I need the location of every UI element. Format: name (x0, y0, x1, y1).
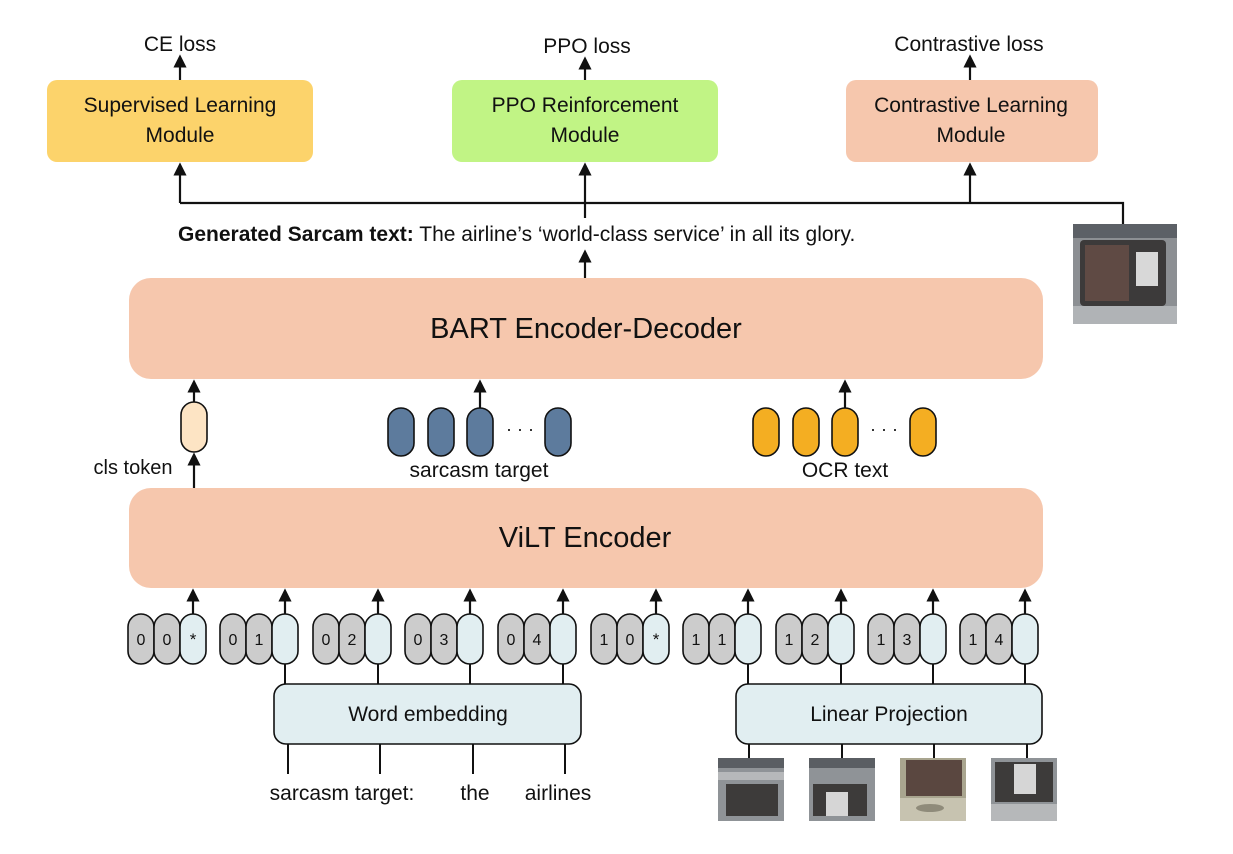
ocr-text-token (909, 407, 937, 457)
generated-label: Generated Sarcam text: (178, 223, 414, 246)
generated-text: The airline’s ‘world-class service’ in a… (414, 223, 856, 246)
ce-loss-label: CE loss (144, 33, 216, 56)
ocr-text-token (752, 407, 780, 457)
supervised-module-line2: Module (146, 124, 215, 147)
bart-encoder-decoder (129, 278, 1043, 379)
bart-label: BART Encoder-Decoder (430, 313, 742, 345)
modality-index-token-label: 1 (692, 632, 701, 649)
position-index-token-label: 2 (348, 632, 357, 649)
embedding-token (271, 613, 299, 665)
sarcasm-ellipsis: · · · (506, 419, 534, 439)
contrastive-learning-module (846, 80, 1098, 162)
sarcasm-target-token (427, 407, 455, 457)
sarcasm-target-token (466, 407, 494, 457)
embedding-token (456, 613, 484, 665)
contrastive-loss-label: Contrastive loss (894, 33, 1043, 56)
embedding-token (1011, 613, 1039, 665)
ppo-loss-label: PPO loss (543, 35, 631, 58)
position-index-token-label: 0 (163, 632, 172, 649)
vilt-label: ViLT Encoder (499, 522, 672, 554)
linear-projection-box (735, 683, 1043, 745)
ppo-module-line2: Module (551, 124, 620, 147)
position-index-token-label: 4 (533, 632, 542, 649)
ppo-reinforcement-module (452, 80, 718, 162)
modality-index-token-label: 0 (414, 632, 423, 649)
input-word: sarcasm target: (270, 782, 415, 805)
modality-index-token-label: 0 (229, 632, 238, 649)
embedding-token (734, 613, 762, 665)
embedding-token (549, 613, 577, 665)
image-patch (991, 758, 1057, 821)
embedding-token (827, 613, 855, 665)
modality-index-token-label: 1 (600, 632, 609, 649)
position-index-token-label: 0 (626, 632, 635, 649)
generated-sarcasm-text: Generated Sarcam text: The airline’s ‘wo… (178, 223, 855, 246)
modality-index-token-label: 1 (969, 632, 978, 649)
position-index-token-label: 3 (440, 632, 449, 649)
sarcasm-target-token (544, 407, 572, 457)
modality-index-token-label: 0 (322, 632, 331, 649)
modality-index-token-label: 1 (785, 632, 794, 649)
position-index-token-label: 3 (903, 632, 912, 649)
embedding-token (919, 613, 947, 665)
image-patch (900, 758, 966, 821)
position-index-token-label: 2 (811, 632, 820, 649)
cls-token-label: cls token (94, 457, 173, 479)
modality-index-token-label: 1 (877, 632, 886, 649)
embedding-token (364, 613, 392, 665)
contrastive-module-line1: Contrastive Learning (874, 94, 1068, 117)
cls-token-embedding (180, 401, 208, 453)
position-index-token-label: 1 (718, 632, 727, 649)
image-patch (718, 758, 784, 821)
modality-index-token-label: 0 (507, 632, 516, 649)
embedding-token-label: * (653, 630, 660, 649)
sarcasm-target-label: sarcasm target (410, 459, 549, 482)
ppo-module-line1: PPO Reinforcement (492, 94, 679, 117)
supervised-module-line1: Supervised Learning (84, 94, 277, 117)
embedding-token-label: * (190, 630, 197, 649)
ocr-text-token (831, 407, 859, 457)
linear-projection-label: Linear Projection (810, 703, 968, 726)
ocr-ellipsis: · · · (870, 419, 898, 439)
ocr-text-token (792, 407, 820, 457)
word-embedding-box (273, 683, 582, 745)
vilt-encoder (129, 488, 1043, 588)
word-embedding-label: Word embedding (348, 703, 508, 726)
position-index-token-label: 4 (995, 632, 1004, 649)
sarcasm-target-token (387, 407, 415, 457)
supervised-learning-module (47, 80, 313, 162)
input-word: airlines (525, 782, 592, 805)
image-patch (809, 758, 875, 821)
modality-index-token-label: 0 (137, 632, 146, 649)
input-word: the (460, 782, 489, 805)
contrastive-module-line2: Module (937, 124, 1006, 147)
position-index-token-label: 1 (255, 632, 264, 649)
connector-horizontal (180, 201, 1125, 224)
ocr-text-label: OCR text (802, 459, 889, 482)
sample-image-thumbnail (1073, 224, 1177, 324)
